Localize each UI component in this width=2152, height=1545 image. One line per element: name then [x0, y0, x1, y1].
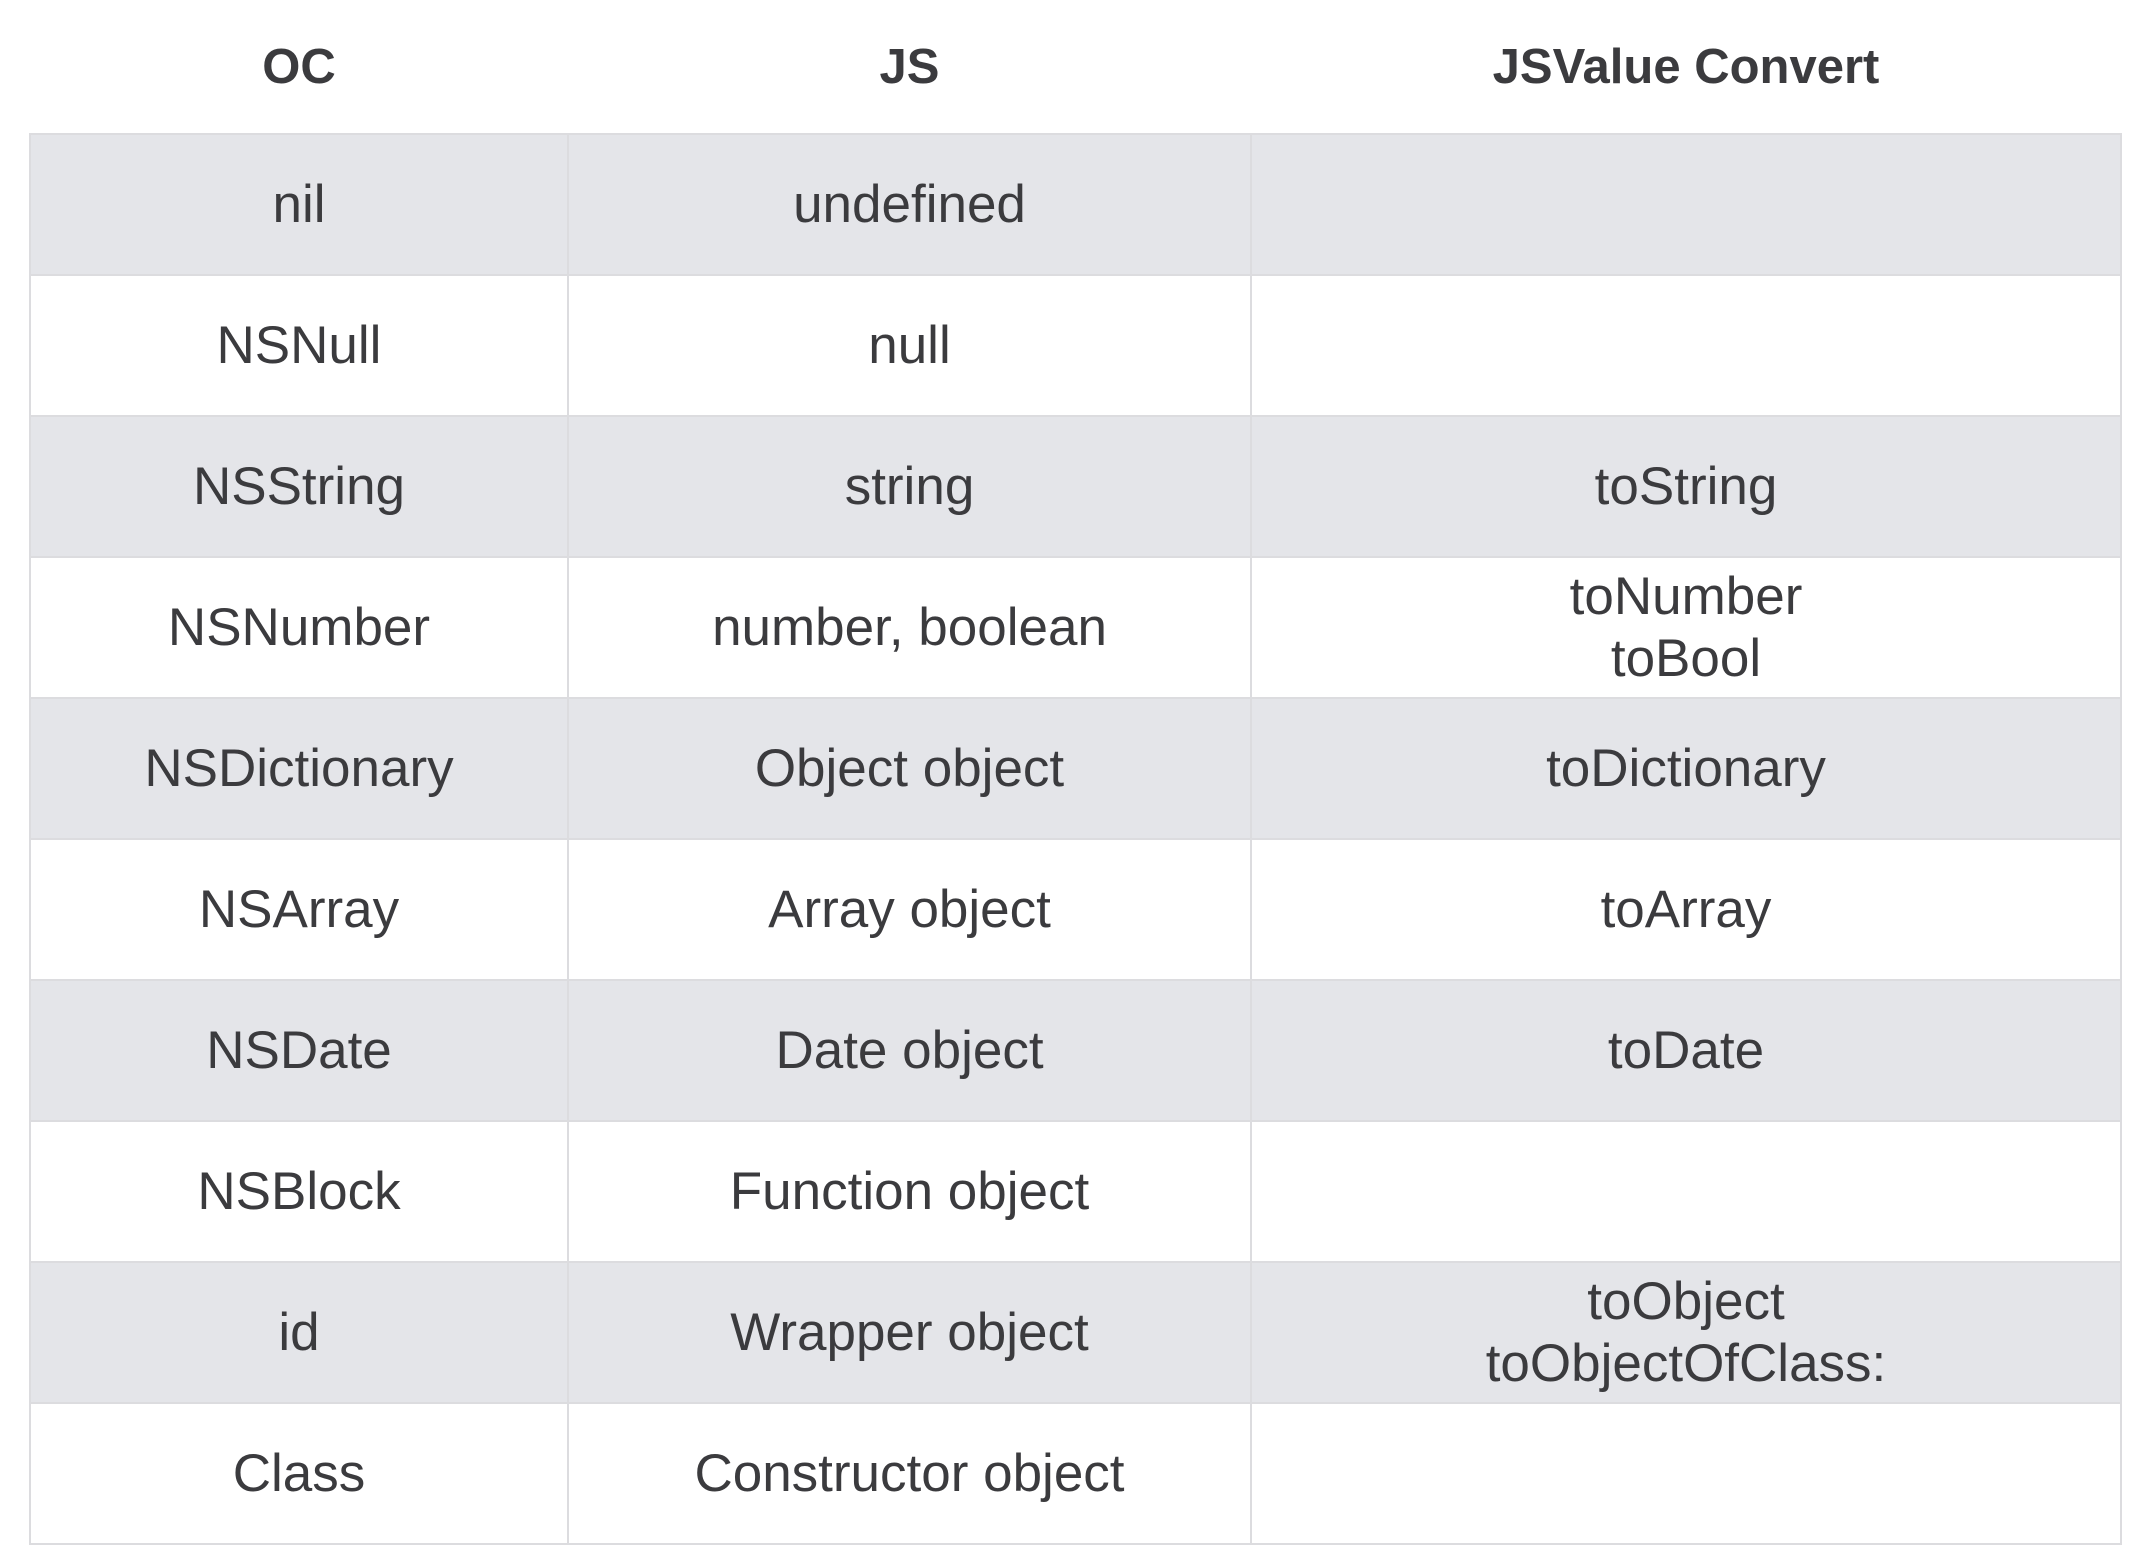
cell-jsvalue-convert: toArray — [1250, 838, 2122, 981]
cell-jsvalue-convert — [1250, 133, 2122, 276]
cell-oc: NSNumber — [29, 556, 569, 699]
cell-js: string — [567, 415, 1252, 558]
cell-oc: id — [29, 1261, 569, 1404]
cell-js: number, boolean — [567, 556, 1252, 699]
cell-oc: Class — [29, 1402, 569, 1545]
convert-method: toBool — [1610, 628, 1762, 688]
cell-oc: NSBlock — [29, 1120, 569, 1263]
table-header: OC JS JSValue Convert — [30, 0, 2121, 134]
cell-oc: NSNull — [29, 274, 569, 417]
cell-jsvalue-convert — [1250, 274, 2122, 417]
cell-oc: NSDate — [29, 979, 569, 1122]
convert-method: toDate — [1607, 1020, 1765, 1080]
convert-method: toDictionary — [1546, 738, 1826, 798]
convert-method: toString — [1594, 456, 1778, 516]
header-oc: OC — [262, 39, 336, 94]
cell-js: Date object — [567, 979, 1252, 1122]
cell-oc: nil — [29, 133, 569, 276]
convert-method: toNumber — [1569, 566, 1803, 626]
header-jsvalue-convert: JSValue Convert — [1492, 39, 1880, 94]
cell-jsvalue-convert: toDictionary — [1250, 697, 2122, 840]
cell-js: Object object — [567, 697, 1252, 840]
cell-oc: NSDictionary — [29, 697, 569, 840]
cell-oc: NSString — [29, 415, 569, 558]
cell-jsvalue-convert: toString — [1250, 415, 2122, 558]
cell-js: Constructor object — [567, 1402, 1252, 1545]
cell-jsvalue-convert — [1250, 1402, 2122, 1545]
cell-jsvalue-convert — [1250, 1120, 2122, 1263]
cell-js: Wrapper object — [567, 1261, 1252, 1404]
convert-method: toObjectOfClass: — [1485, 1333, 1887, 1393]
cell-js: Array object — [567, 838, 1252, 981]
header-js: JS — [879, 39, 940, 94]
cell-oc: NSArray — [29, 838, 569, 981]
cell-js: null — [567, 274, 1252, 417]
cell-js: undefined — [567, 133, 1252, 276]
header-row: OC JS JSValue Convert — [30, 0, 2121, 134]
convert-method: toObject — [1587, 1271, 1785, 1331]
convert-method: toArray — [1600, 879, 1772, 939]
cell-jsvalue-convert: toDate — [1250, 979, 2122, 1122]
cell-js: Function object — [567, 1120, 1252, 1263]
